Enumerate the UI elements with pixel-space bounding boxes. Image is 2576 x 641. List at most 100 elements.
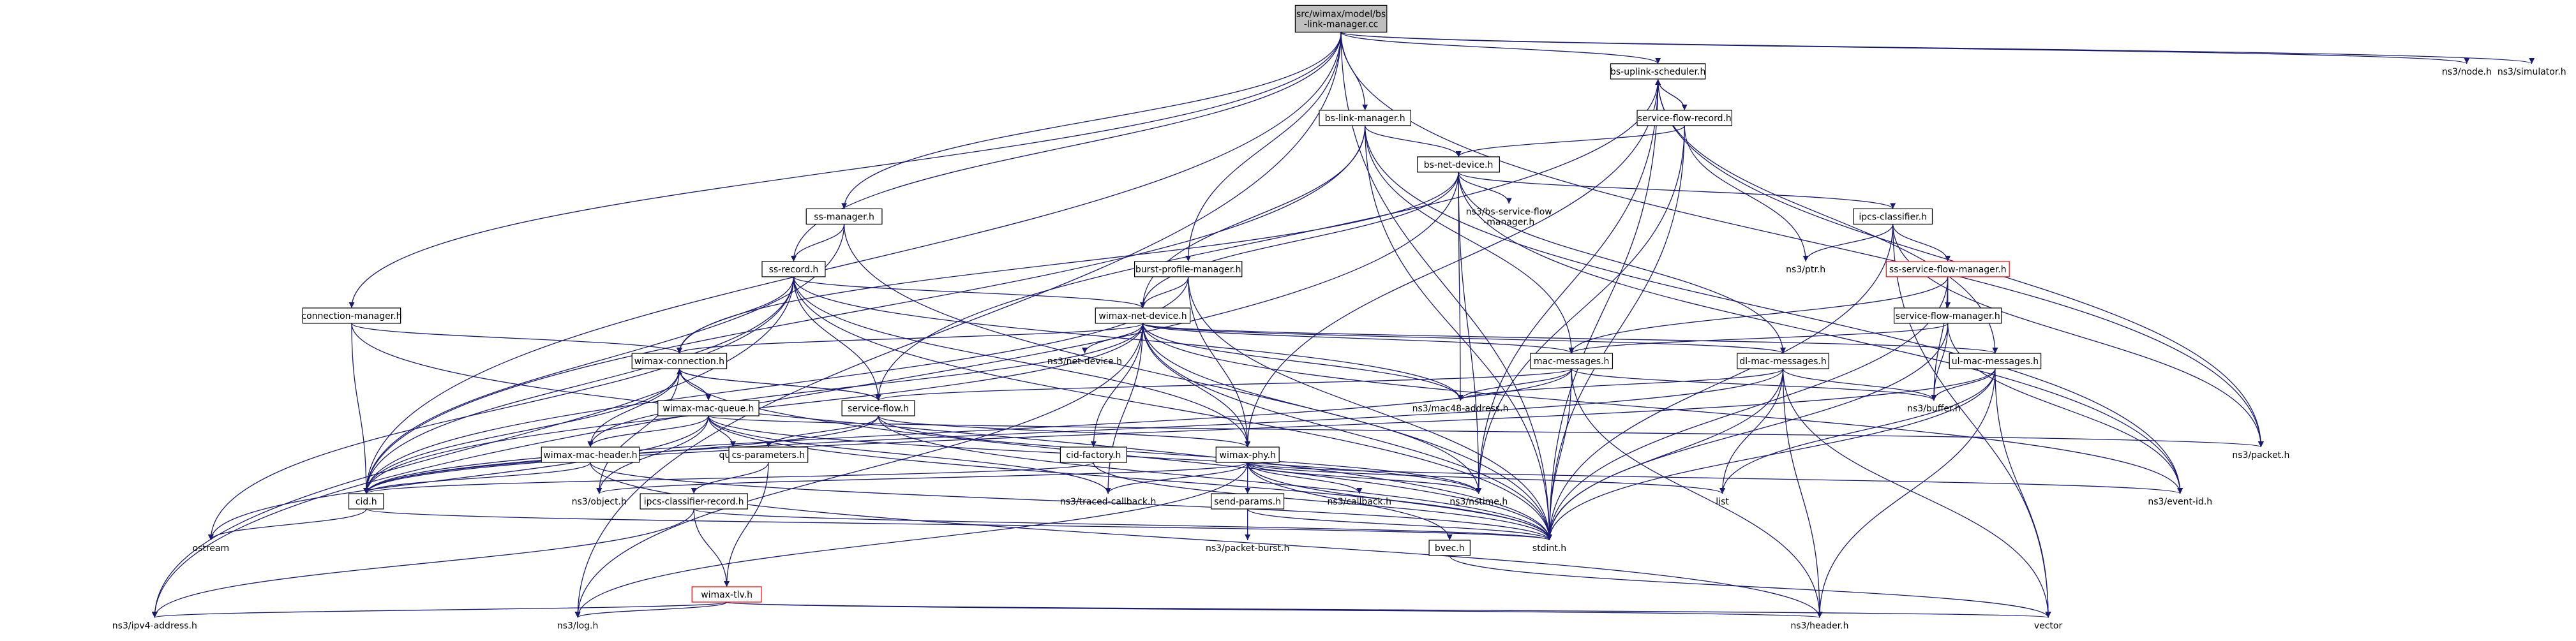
node-box-ipcs-classifier-record [640, 493, 748, 510]
edge-root-to-ns3_simulator [1340, 31, 2535, 64]
node-ns3-packet: ns3/packet.h [2232, 450, 2289, 460]
node-label-ns3-node-0: ns3/node.h [2442, 67, 2492, 77]
node-box-wimax-mac-header [541, 446, 640, 463]
edge-root-to-ns3_log [574, 32, 1342, 618]
edge-wimax_net_device-to-wimax_connection [677, 323, 1144, 354]
edge-dl_mac_messages-to-ns3_buffer [1782, 368, 1937, 401]
node-connection-manager[interactable]: connection-manager.h [301, 307, 402, 324]
edge-wimax_phy-to-ns3_log [574, 462, 1248, 618]
edge-service_flow_record-to-bs_uplink_scheduler [1655, 78, 1685, 110]
edge-ss_record-to-ns3_mac48_address [793, 276, 1464, 401]
edge-bs_uplink_scheduler-to-ns3_nstime [1476, 78, 1659, 494]
node-box-bs-link-manager [1319, 110, 1412, 126]
node-send-params[interactable]: send-params.h [1211, 493, 1285, 510]
node-mac-messages[interactable]: mac-messages.h [1530, 353, 1614, 369]
edge-bs_net_device-to-dl_mac_messages [1458, 172, 1786, 354]
edge-wimax_phy-to-list [1247, 462, 1725, 494]
edge-wimax_connection-to-wimax_mac_header [587, 369, 680, 447]
edge-mac_messages-to-cid [363, 369, 1572, 494]
node-label-ns3-event-id-0: ns3/event-id.h [2148, 497, 2212, 507]
node-service-flow-record[interactable]: service-flow-record.h [1636, 110, 1733, 126]
node-list: list [1716, 497, 1729, 507]
node-service-flow[interactable]: service-flow.h [841, 400, 915, 416]
node-ns3-mac48-address: ns3/mac48-address.h [1412, 404, 1509, 414]
edge-ss_record-to-wimax_connection [676, 276, 795, 354]
node-bs-link-manager[interactable]: bs-link-manager.h [1319, 110, 1412, 126]
node-label-cs-parameters-0: cs-parameters.h [732, 450, 805, 460]
node-bvec[interactable]: bvec.h [1428, 540, 1471, 556]
edge-service_flow_record-to-ns3_nstime [1476, 125, 1685, 494]
edge-mac_messages-to-service_flow [875, 368, 1572, 401]
edge-send_params-to-stdint [1247, 508, 1552, 541]
edge-ul_mac_messages-to-ns3_header [1816, 369, 1996, 618]
node-bs-uplink-scheduler[interactable]: bs-uplink-scheduler.h [1610, 63, 1706, 80]
node-label-cid-factory-0: cid-factory.h [1066, 450, 1121, 460]
edge-ss_service_flow_manager-to-ns3_buffer [1931, 276, 1949, 401]
edge-ipcs_classifier-to-vector [1892, 224, 2051, 618]
node-ss-manager[interactable]: ss-manager.h [805, 208, 883, 225]
node-cs-parameters[interactable]: cs-parameters.h [728, 446, 809, 463]
edge-root-to-ss_manager [841, 32, 1342, 209]
edge-ss_record-to-service_flow [793, 276, 881, 401]
node-ul-mac-messages[interactable]: ul-mac-messages.h [1949, 353, 2042, 369]
node-box-service-flow [841, 400, 915, 416]
node-cid-factory[interactable]: cid-factory.h [1060, 446, 1127, 463]
node-wimax-connection[interactable]: wimax-connection.h [631, 353, 728, 369]
edge-wimax_connection-to-ns3_object [596, 369, 680, 494]
edge-cid_factory-to-stdint [1093, 462, 1552, 541]
node-cid[interactable]: cid.h [348, 493, 384, 510]
node-burst-profile-manager[interactable]: burst-profile-manager.h [1134, 261, 1243, 277]
edge-wimax_net_device-to-ns3_nstime [1142, 323, 1482, 494]
node-label-ns3-log-0: ns3/log.h [557, 621, 598, 631]
node-ns3-callback: ns3/callback.h [1328, 497, 1391, 507]
edge-mac_messages-to-ns3_buffer [1571, 368, 1937, 401]
edge-ul_mac_messages-to-vector [1995, 369, 2051, 618]
node-ns3-buffer: ns3/buffer.h [1907, 404, 1961, 414]
node-label-ns3-simulator-0: ns3/simulator.h [2497, 67, 2566, 77]
node-service-flow-manager[interactable]: service-flow-manager.h [1894, 307, 2002, 324]
node-wimax-tlv[interactable]: wimax-tlv.h [691, 586, 762, 603]
node-label-ss-service-flow-manager-0: ss-service-flow-manager.h [1889, 265, 2007, 275]
node-label-ul-mac-messages-0: ul-mac-messages.h [1952, 357, 2039, 367]
node-ss-service-flow-manager[interactable]: ss-service-flow-manager.h [1885, 261, 2010, 277]
edge-bs_link_manager-to-stdint [1365, 125, 1553, 540]
node-dl-mac-messages[interactable]: dl-mac-messages.h [1737, 353, 1829, 369]
node-bs-net-device[interactable]: bs-net-device.h [1417, 156, 1500, 173]
node-box-ss-manager [805, 208, 883, 225]
node-ostream: ostream [193, 543, 230, 554]
edge-ss_record-to-ns3_ipv4_address [151, 276, 795, 618]
node-label-ns3-ipv4-address-0: ns3/ipv4-address.h [112, 621, 197, 631]
node-label-service-flow-0: service-flow.h [848, 404, 909, 414]
node-wimax-mac-queue[interactable]: wimax-mac-queue.h [657, 400, 760, 416]
node-ns3-bs-service-flow-manager: ns3/bs-service-flow-manager.h [1466, 207, 1552, 227]
edge-wimax_mac_queue-to-wimax_mac_header [587, 415, 709, 448]
node-box-ipcs-classifier [1853, 208, 1933, 225]
node-label-ns3-bs-service-flow-manager-1: -manager.h [1483, 217, 1534, 227]
node-label-connection-manager-0: connection-manager.h [301, 311, 401, 321]
edge-bs_net_device-to-ipcs_classifier [1458, 172, 1896, 209]
node-box-wimax-net-device [1095, 307, 1191, 324]
edge-burst_profile_manager-to-wimax_phy [1188, 276, 1251, 447]
edge-ss_manager-to-ss_record [790, 224, 845, 262]
node-ns3-net-device: ns3/net-device.h [1047, 357, 1122, 367]
node-root[interactable]: src/wimax/model/bs-link-manager.cc [1294, 4, 1388, 33]
edge-wimax_phy-to-ns3_traced_callback [1105, 462, 1248, 494]
node-ipcs-classifier[interactable]: ipcs-classifier.h [1853, 208, 1933, 225]
edge-bs_net_device-to-ns3_event_id [1458, 172, 2183, 494]
edge-service_flow_manager-to-ns3_buffer [1931, 323, 1949, 401]
node-wimax-mac-header[interactable]: wimax-mac-header.h [541, 446, 640, 463]
edge-wimax_phy-to-ns3_event_id [1247, 462, 2183, 494]
edge-wimax_connection-to-cid [363, 369, 680, 494]
edge-burst_profile_manager-to-stdint [1188, 276, 1553, 540]
edge-root-to-bs_uplink_scheduler [1340, 31, 1661, 64]
node-label-ns3-header-0: ns3/header.h [1790, 621, 1848, 631]
node-wimax-phy[interactable]: wimax-phy.h [1215, 446, 1280, 463]
node-box-connection-manager [302, 307, 401, 324]
node-ipcs-classifier-record[interactable]: ipcs-classifier-record.h [640, 493, 748, 510]
edge-wimax_tlv-to-vector [726, 601, 2050, 618]
node-ss-record[interactable]: ss-record.h [761, 261, 826, 277]
node-wimax-net-device[interactable]: wimax-net-device.h [1095, 307, 1191, 324]
edge-ss_record-to-ostream [207, 276, 795, 540]
node-label-burst-profile-manager-0: burst-profile-manager.h [1135, 265, 1241, 275]
edge-ipcs_classifier_record-to-stdint [693, 508, 1552, 541]
